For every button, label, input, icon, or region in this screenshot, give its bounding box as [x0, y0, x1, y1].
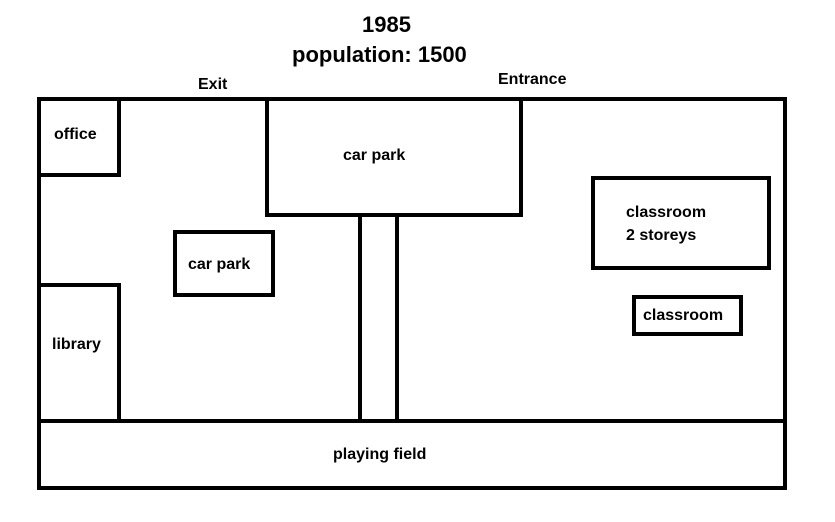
- library-label: library: [52, 336, 101, 353]
- entrance-label: Entrance: [498, 71, 567, 88]
- classroom-small-label: classroom: [643, 307, 724, 324]
- car-park-top-label: car park: [343, 147, 406, 164]
- central-path: [358, 213, 399, 423]
- exit-label: Exit: [198, 76, 228, 93]
- library-building: [37, 283, 121, 423]
- classroom-storeys-label: 2 storeys: [626, 227, 697, 244]
- playing-field: [37, 419, 787, 490]
- car-park-left: [173, 230, 275, 297]
- office-building: [37, 97, 121, 177]
- car-park-left-label: car park: [188, 256, 251, 273]
- office-label: office: [54, 126, 97, 143]
- classroom-two-storeys: [591, 176, 771, 270]
- year-title: 1985: [362, 12, 411, 37]
- classroom-small: [632, 295, 743, 336]
- population-subtitle: population: 1500: [292, 42, 467, 67]
- playing-field-label: playing field: [333, 446, 427, 463]
- classroom-large-label: classroom: [626, 204, 707, 221]
